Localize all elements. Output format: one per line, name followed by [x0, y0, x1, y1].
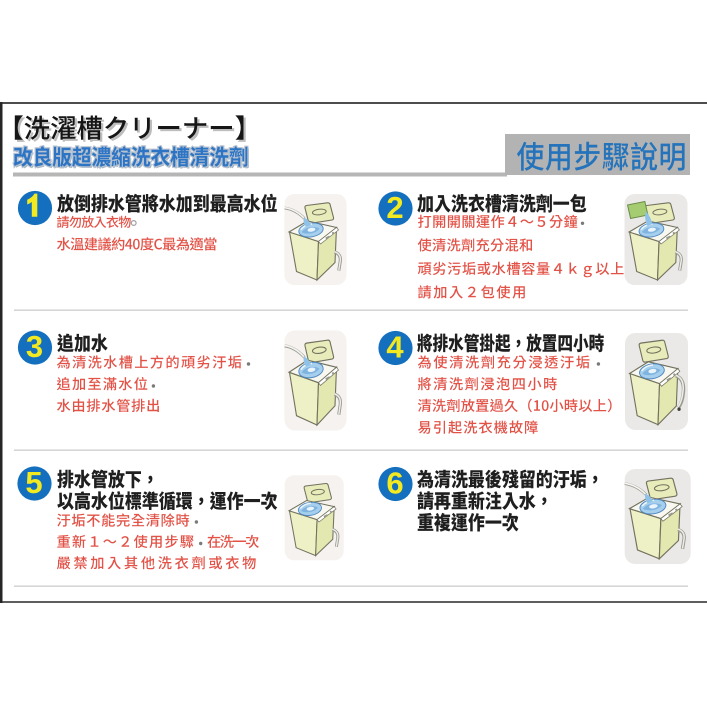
svg-text:4: 4 — [386, 329, 404, 364]
svg-text:2: 2 — [386, 190, 403, 225]
svg-text:3: 3 — [26, 329, 43, 364]
svg-text:5: 5 — [25, 465, 42, 500]
svg-text:6: 6 — [386, 465, 403, 500]
